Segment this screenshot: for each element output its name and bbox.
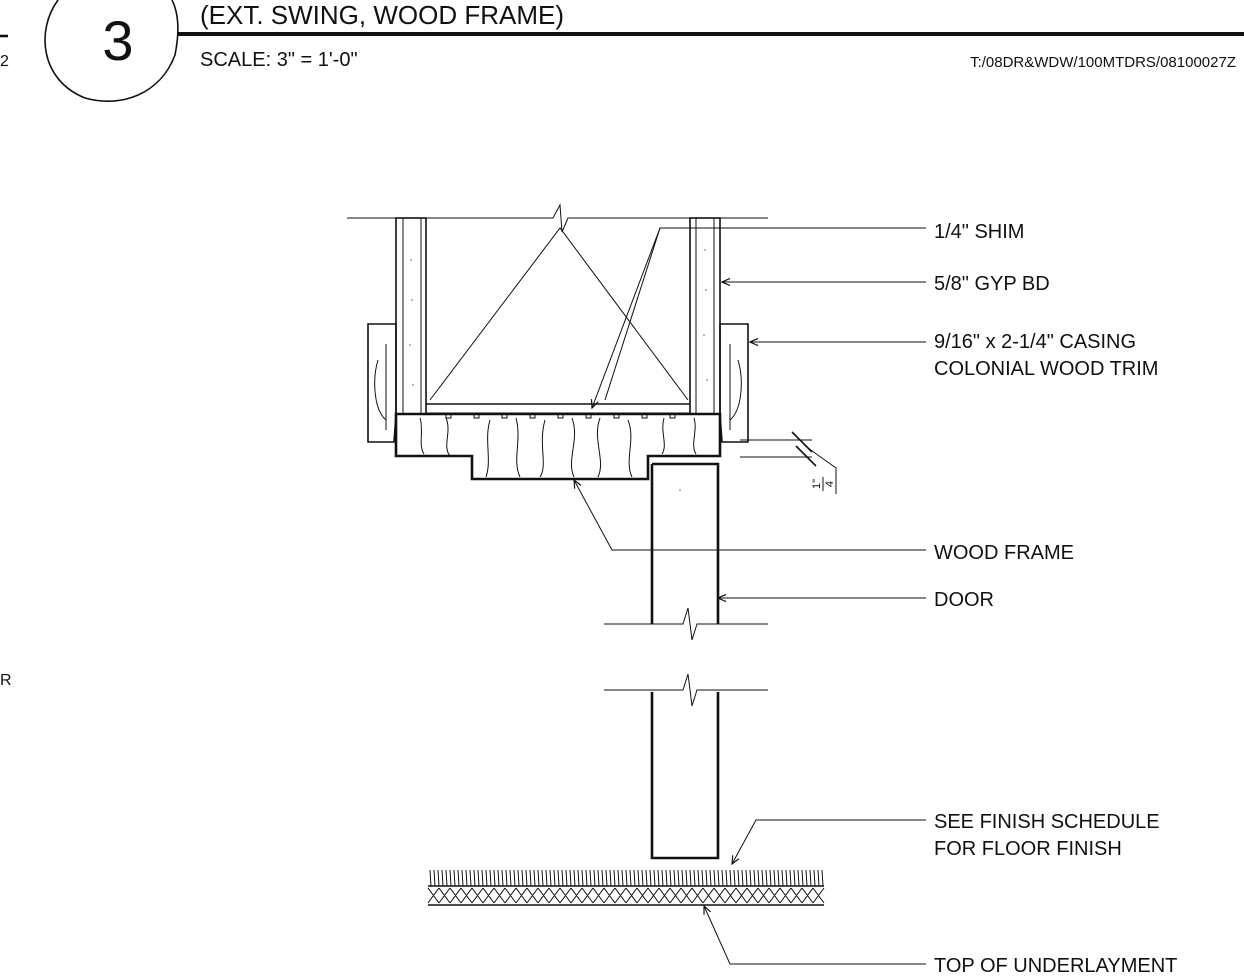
leader-underlayment (704, 906, 926, 965)
gyp-board-right (689, 217, 721, 415)
dimension-numerator: 1" (811, 479, 823, 489)
quarter-inch-dimension: 1" 4 (740, 431, 837, 494)
wall-section (347, 203, 768, 419)
casing-trim (367, 323, 749, 443)
leader-frame (574, 480, 926, 551)
casing-right (719, 323, 749, 443)
detail-bubble (44, 0, 179, 102)
door-break-bottom (604, 673, 768, 707)
label-finish-1: SEE FINISH SCHEDULE (934, 811, 1160, 833)
label-frame: WOOD FRAME (934, 542, 1074, 564)
label-finish-2: FOR FLOOR FINISH (934, 838, 1122, 860)
carpet-pile (429, 869, 824, 887)
scale-label: SCALE: 3" = 1'-0" (200, 49, 358, 71)
frame-outline (394, 412, 722, 481)
wall-break-line (347, 203, 768, 233)
frame-grain (419, 417, 697, 478)
left-edge-fragment-mid: R (0, 672, 12, 689)
casing-left (367, 323, 397, 443)
underlayment-crosshatch (427, 887, 825, 904)
detail-number: 3 (102, 9, 133, 72)
crosshatch-lines (427, 887, 825, 904)
leader-shim (592, 227, 926, 408)
detail-title: (EXT. SWING, WOOD FRAME) (200, 0, 564, 30)
label-gyp: 5/8" GYP BD (934, 273, 1050, 295)
floor-assembly (427, 869, 825, 906)
file-path: T:/08DR&WDW/100MTDRS/08100027Z (970, 54, 1236, 71)
leader-finish (732, 819, 926, 864)
dimension-denominator: 4 (824, 481, 836, 487)
stud-diagonals (429, 227, 689, 401)
door-break-top (604, 607, 768, 641)
leader-lines (574, 227, 926, 965)
wood-frame (394, 412, 722, 481)
label-casing-1: 9/16" x 2-1/4" CASING (934, 331, 1136, 353)
door-leaf (604, 462, 768, 860)
gyp-stipple (409, 249, 708, 386)
callout-labels: 1/4" SHIM 5/8" GYP BD 9/16" x 2-1/4" CAS… (934, 221, 1177, 977)
label-underlayment: TOP OF UNDERLAYMENT (934, 955, 1177, 977)
title-block: 2 3 (EXT. SWING, WOOD FRAME) SCALE: 3" =… (0, 0, 1244, 689)
label-shim: 1/4" SHIM (934, 221, 1024, 243)
carpet-hatching (429, 869, 824, 887)
label-door: DOOR (934, 589, 994, 611)
label-casing-2: COLONIAL WOOD TRIM (934, 358, 1158, 380)
left-edge-fragment-top: 2 (0, 53, 9, 70)
